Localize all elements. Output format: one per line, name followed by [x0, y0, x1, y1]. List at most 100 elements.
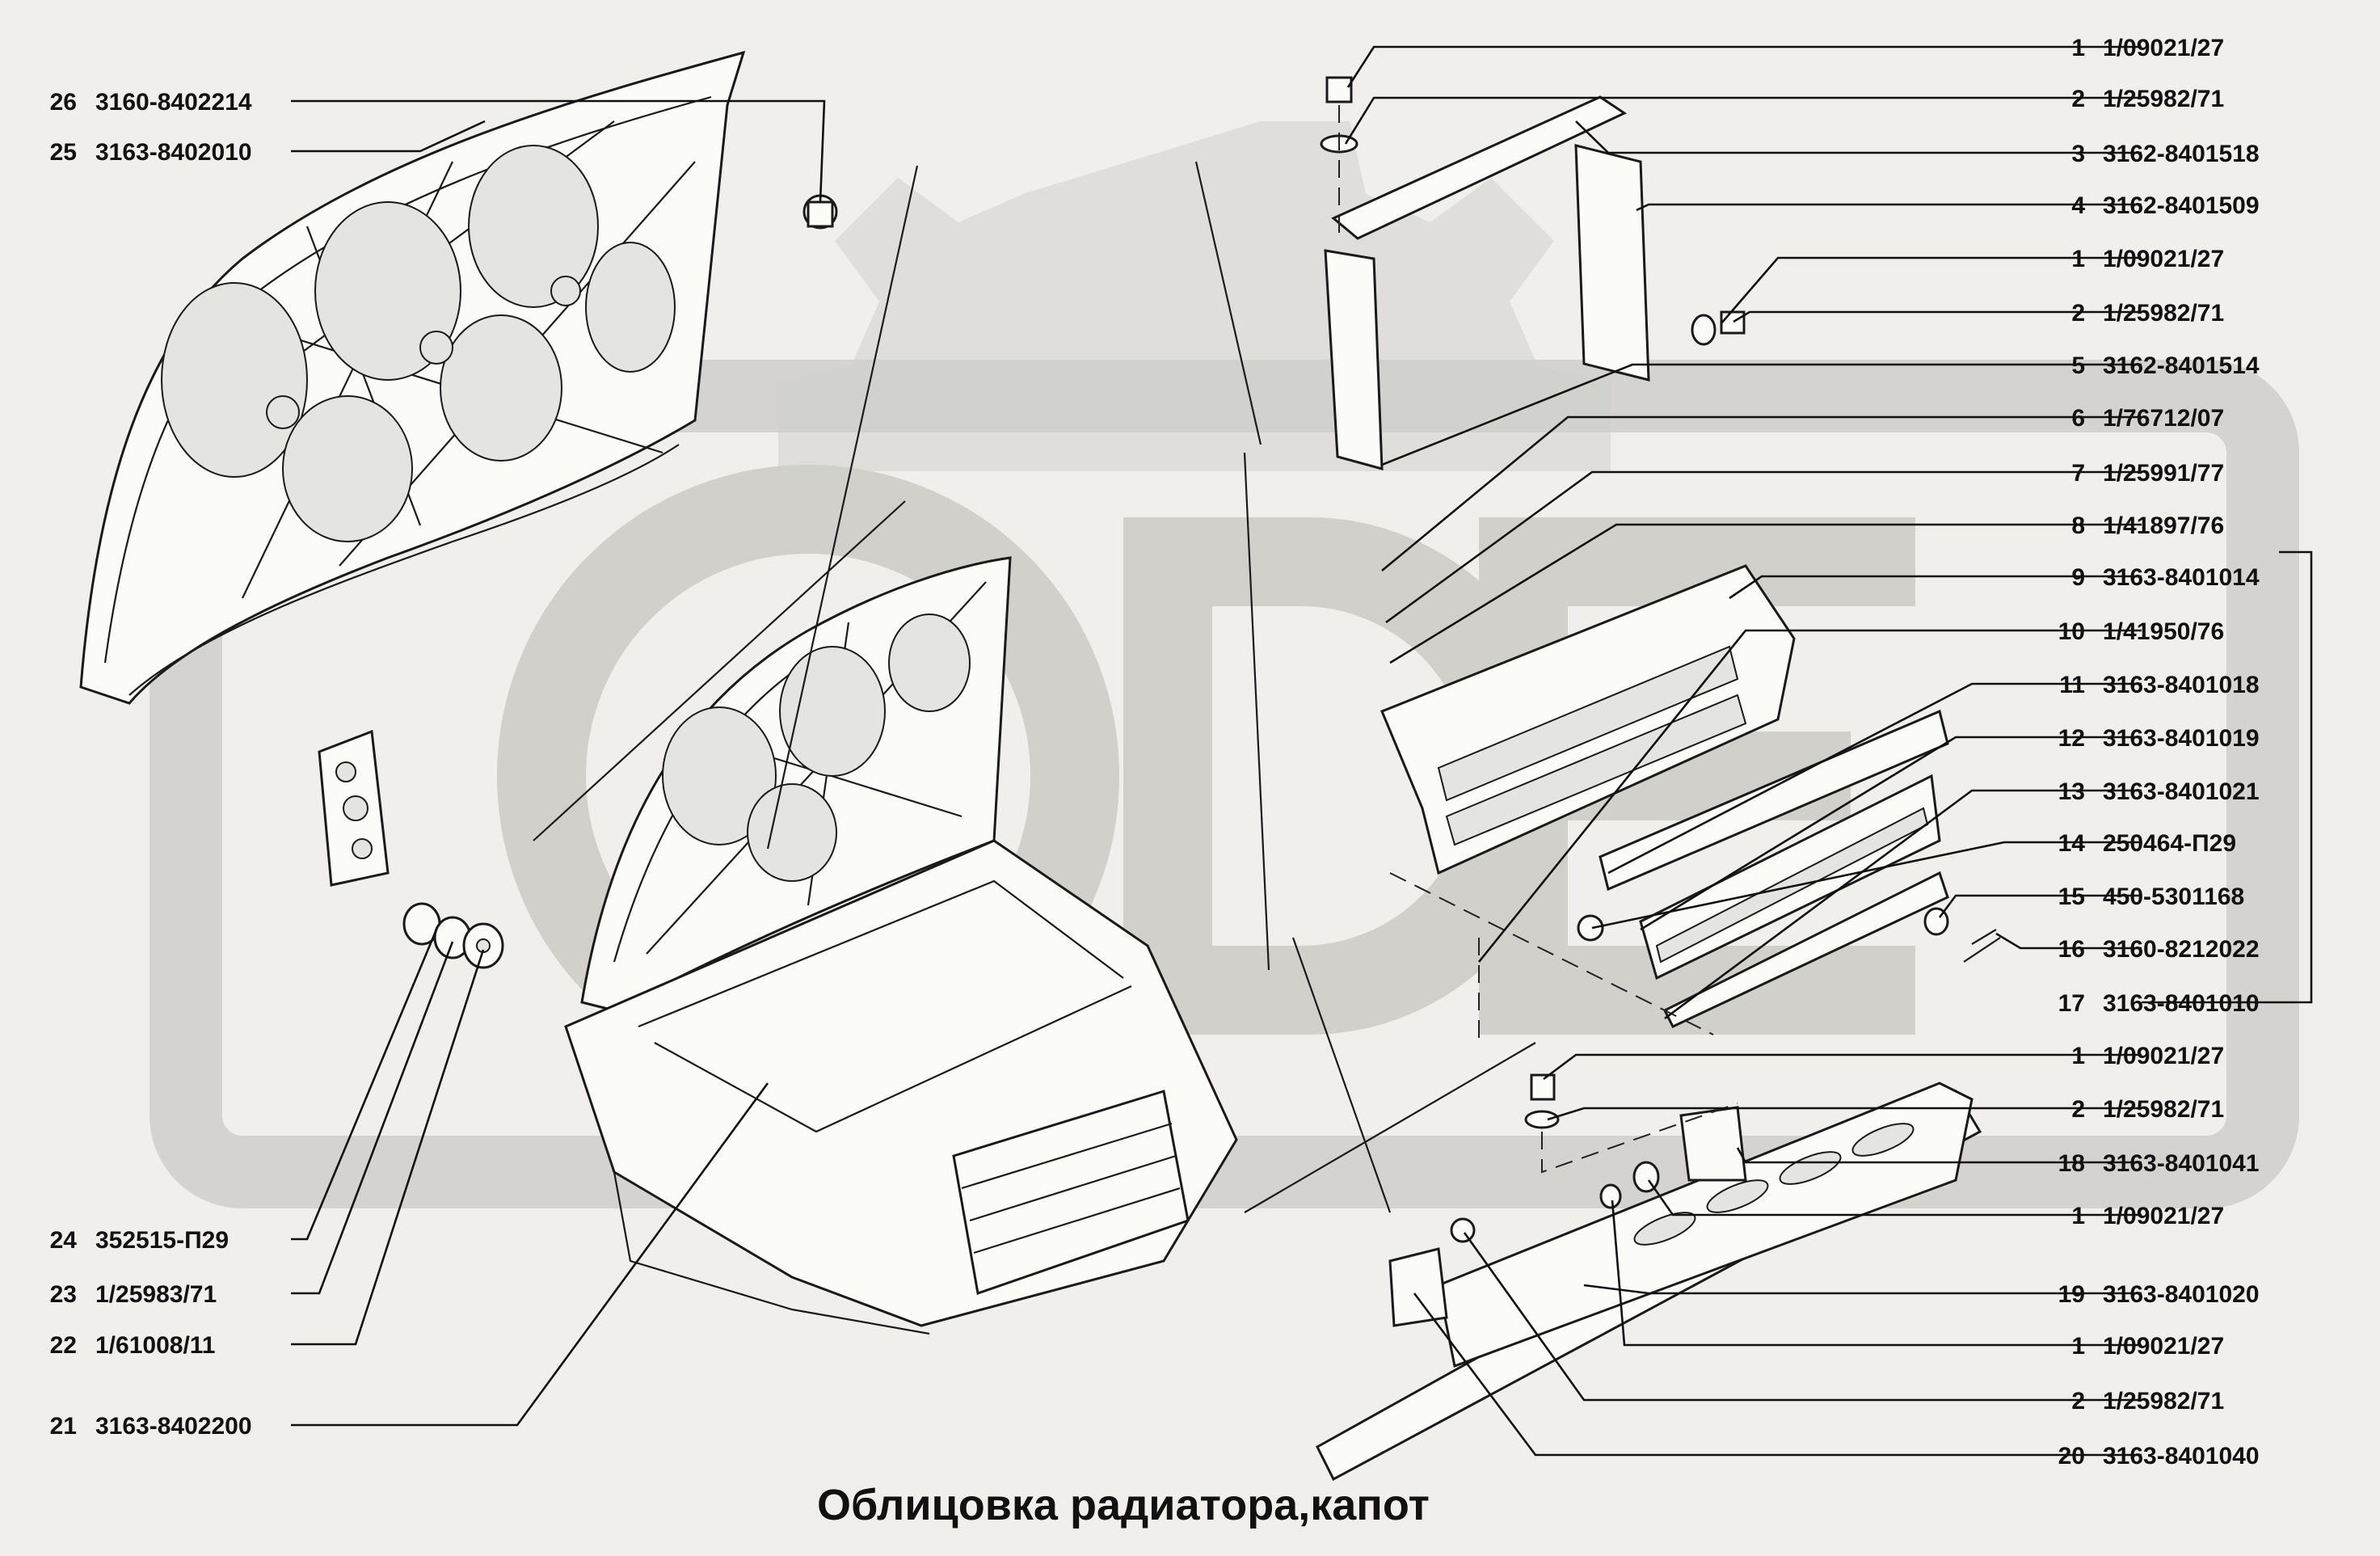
callout-number: 2 [2071, 1388, 2085, 1415]
callout-number: 1 [2071, 35, 2085, 61]
callout-part-code: 1/61008/11 [95, 1332, 216, 1359]
callout-part-code: 1/09021/27 [2103, 1203, 2224, 1229]
leader-lines [291, 45, 2313, 1457]
callouts_right-callout: 20 3163-8401040 [2058, 1443, 2260, 1470]
callout-part-code: 1/76712/07 [2103, 405, 2224, 432]
hood-hinge-assembly [318, 729, 504, 969]
callout-number: 2 [2071, 1096, 2085, 1123]
callout-part-code: 1/09021/27 [2103, 1043, 2224, 1069]
radiator-grille-parts [1380, 564, 2001, 1043]
callouts_right-callout: 12 3163-8401019 [2058, 725, 2260, 752]
callout-part-code: 3163-8401020 [2103, 1281, 2260, 1308]
callouts_right-callout: 17 3163-8401010 [2058, 990, 2260, 1017]
callout-part-code: 3162-8401518 [2103, 141, 2260, 167]
diagram-title: Облицовка радиатора,капот [817, 1481, 1430, 1529]
callout-part-code: 1/41950/76 [2103, 618, 2224, 645]
callout-part-code: 3160-8212022 [2103, 936, 2260, 963]
front-end-assembly [564, 556, 1238, 1335]
callout-part-code: 1/25982/71 [2103, 300, 2224, 327]
callouts_right-callout: 2 1/25982/71 [2071, 1096, 2224, 1123]
callout-part-code: 250464-П29 [2103, 830, 2236, 857]
callout-part-code: 352515-П29 [95, 1227, 229, 1254]
callouts_right-callout: 6 1/76712/07 [2071, 405, 2224, 432]
callout-number: 1 [2071, 1333, 2085, 1360]
callout-number: 7 [2071, 460, 2085, 487]
callout-number: 19 [2058, 1281, 2085, 1308]
callout-number: 3 [2071, 141, 2085, 167]
callout-part-code: 1/25982/71 [2103, 86, 2224, 112]
callout-part-code: 1/25991/77 [2103, 460, 2224, 487]
callouts_right-callout: 1 1/09021/27 [2071, 1043, 2224, 1069]
callout-number: 26 [50, 89, 77, 116]
callout-part-code: 1/25983/71 [95, 1281, 217, 1308]
callouts_left-callout: 22 1/61008/11 [50, 1332, 216, 1359]
callout-part-code: 3162-8401509 [2103, 192, 2260, 219]
callouts_right-callout: 2 1/25982/71 [2071, 300, 2224, 327]
hood-panel-exploded [79, 50, 838, 705]
callout-number: 25 [50, 139, 77, 166]
callouts_left-callout: 23 1/25983/71 [50, 1281, 217, 1308]
callouts_right-callout: 4 3162-8401509 [2071, 192, 2259, 219]
callouts_right-callout: 3 3162-8401518 [2071, 141, 2259, 167]
callout-number: 5 [2071, 352, 2085, 379]
callout-number: 4 [2071, 192, 2085, 219]
callout-part-code: 3160-8402214 [95, 89, 252, 116]
callout-number: 12 [2058, 725, 2085, 752]
callout-number: 1 [2071, 246, 2085, 272]
radiator-bracket-parts [1320, 76, 1746, 470]
callout-number: 15 [2058, 883, 2085, 910]
callout-part-code: 1/09021/27 [2103, 1333, 2224, 1360]
callout-number: 17 [2058, 990, 2085, 1017]
callouts_right-callout: 16 3160-8212022 [2058, 936, 2260, 963]
callouts_left-callout: 25 3163-8402010 [50, 139, 252, 166]
callout-number: 6 [2071, 405, 2085, 432]
callout-part-code: 3163-8401018 [2103, 672, 2260, 698]
callout-part-code: 3163-8401010 [2103, 990, 2260, 1017]
callout-number: 21 [50, 1413, 77, 1440]
callout-number: 8 [2071, 512, 2085, 539]
callout-part-code: 1/25982/71 [2103, 1388, 2224, 1415]
callout-number: 2 [2071, 300, 2085, 327]
callouts_right-callout: 1 1/09021/27 [2071, 1333, 2224, 1360]
watermark-logo [150, 121, 2299, 1208]
callout-part-code: 3163-8401040 [2103, 1443, 2260, 1470]
callout-labels-left: 26 3160-8402214 25 3163-8402010 24 352515-П29… [50, 89, 252, 1440]
callout-number: 23 [50, 1281, 77, 1308]
callout-number: 22 [50, 1332, 77, 1359]
callout-part-code: 1/25982/71 [2103, 1096, 2224, 1123]
callout-number: 11 [2059, 672, 2085, 698]
callout-number: 16 [2058, 936, 2085, 963]
callouts_right-callout: 1 1/09021/27 [2071, 246, 2224, 272]
callouts_right-callout: 19 3163-8401020 [2058, 1281, 2260, 1308]
callout-part-code: 1/09021/27 [2103, 246, 2224, 272]
callout-part-code: 3163-8401019 [2103, 725, 2260, 752]
callout-number: 14 [2058, 830, 2086, 857]
callout-number: 24 [50, 1227, 78, 1254]
callout-part-code: 1/41897/76 [2103, 512, 2224, 539]
callouts_right-callout: 11 3163-8401018 [2059, 672, 2259, 698]
callouts_left-callout: 24 352515-П29 [50, 1227, 229, 1254]
callouts_right-callout: 8 1/41897/76 [2071, 512, 2224, 539]
callouts_right-callout: 2 1/25982/71 [2071, 1388, 2224, 1415]
callout-part-code: 3163-8402010 [95, 139, 252, 166]
callout-part-code: 3162-8401514 [2103, 352, 2260, 379]
callouts_right-callout: 7 1/25991/77 [2071, 460, 2224, 487]
callout-number: 1 [2071, 1043, 2085, 1069]
callout-number: 2 [2071, 86, 2085, 112]
callout-part-code: 3163-8401021 [2103, 778, 2260, 805]
callout-number: 20 [2058, 1443, 2085, 1470]
callouts_left-callout: 26 3160-8402214 [50, 89, 252, 116]
lower-bracket-parts [1316, 1073, 1982, 1482]
callout-number: 18 [2058, 1150, 2085, 1177]
callouts_right-callout: 2 1/25982/71 [2071, 86, 2224, 112]
